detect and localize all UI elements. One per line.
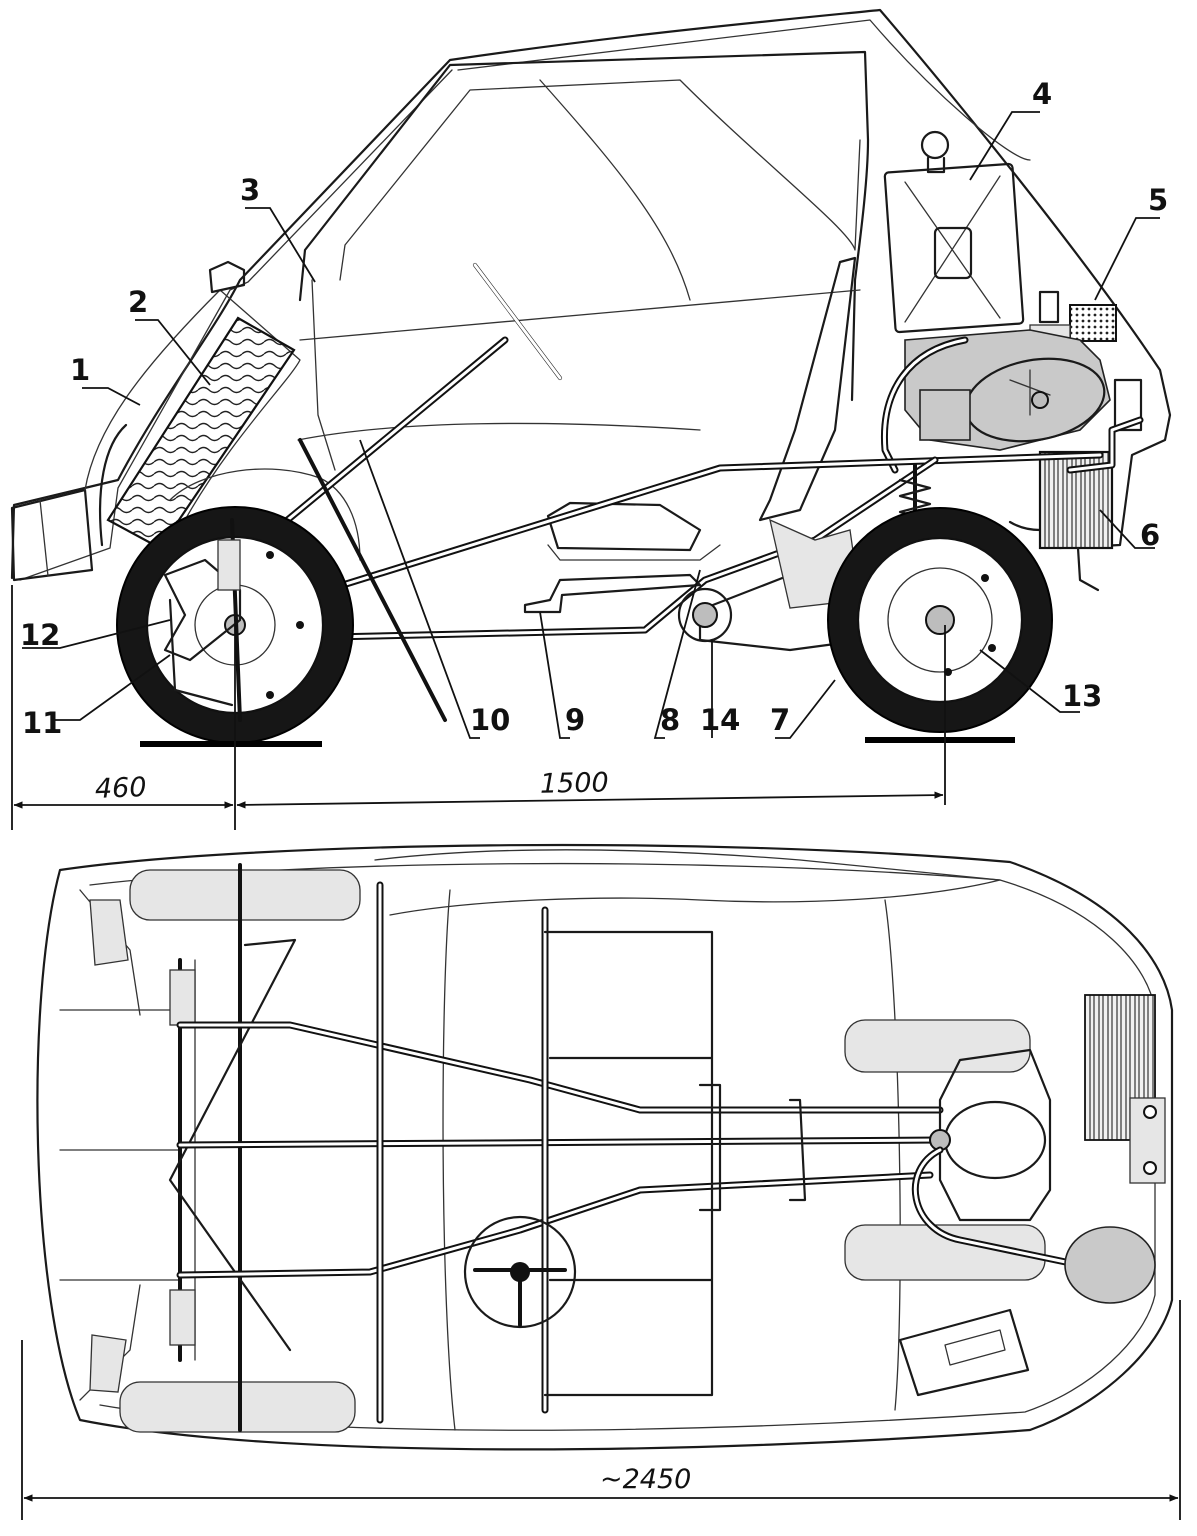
top-muffler [1064,1226,1156,1304]
pedal-bracket [523,573,702,614]
top-front-spring-lower [169,1289,196,1346]
top-front-wheel-upper [129,869,361,921]
top-engine-block [938,1048,1052,1222]
roof-inner-line [457,19,1031,161]
door-window-inner [539,79,691,301]
door-pillar [311,279,336,471]
callout-leader-1 [82,387,141,406]
door-lower-edge [297,422,701,441]
top-fuel-can [898,1308,1030,1397]
engine-unit [904,329,1143,451]
top-rear-wheel-lower [844,1224,1046,1281]
top-steering-wheel [463,1215,577,1329]
dimension-wheelbase-line [236,791,944,809]
top-headlight-right [89,1334,127,1393]
radiator-panel [106,316,296,550]
seat-base [547,544,721,561]
top-front-wheel-lower [119,1381,356,1433]
dimension-wheelbase: 1500 [540,768,609,800]
dimension-overall-length: ~2450 [600,1464,691,1495]
callout-label-7: 7 [770,703,790,737]
top-headlight-left [89,899,129,966]
callout-label-9: 9 [565,703,585,737]
top-seat-frame [543,930,714,1397]
top-rear-wheel-upper [844,1019,1031,1073]
top-frame-rail-lower [176,1171,934,1279]
callout-label-12: 12 [20,618,60,652]
steering-rod [298,438,447,722]
callout-label-6: 6 [1140,518,1160,552]
top-door-line [442,889,456,1431]
seat-back [758,256,857,522]
top-rear-swing-arm-2 [788,1098,807,1202]
callout-leader-12 [22,619,171,649]
callout-label-11: 11 [22,706,62,740]
door-window [339,79,861,281]
callout-label-14: 14 [700,703,740,737]
rear-wheel [827,507,1053,733]
front-suspension-arm [163,558,242,662]
hood-hatch [208,260,246,294]
front-bumper [10,488,94,582]
top-windshield [374,849,1001,916]
side-view: 460 1500 1 2 3 4 5 6 7 8 9 10 11 12 13 1… [10,8,1172,830]
door-handle-line [299,289,861,341]
callout-leader-6 [1099,509,1155,549]
top-rear-window [884,899,901,1411]
door-frame [298,50,870,402]
top-body-outline [36,843,1174,1451]
body-inner-line [19,69,453,581]
seat-cushion [546,501,702,552]
callout-leader-13 [979,649,1080,713]
top-steering-link [168,938,297,1352]
top-rear-swing-arm [698,1083,722,1212]
callout-leader-9 [539,611,570,739]
callout-label-13: 13 [1062,679,1102,713]
top-view: ~2450 [21,843,1181,1520]
front-bumper-detail [39,499,49,577]
callout-leader-2 [135,319,211,386]
callout-label-5: 5 [1148,183,1168,217]
callout-label-8: 8 [660,703,680,737]
callout-label-10: 10 [470,703,510,737]
dimension-front-overhang: 460 [94,772,147,805]
callout-label-1: 1 [70,353,90,387]
callout-label-3: 3 [240,173,260,207]
callout-label-2: 2 [128,285,148,319]
callout-leader-5 [1094,217,1160,301]
fuel-can [883,130,1025,334]
hood-curve [99,423,128,547]
top-engine-cylinder [943,1100,1047,1180]
callout-leader-10 [359,439,480,739]
top-front-spring-upper [169,969,196,1026]
front-spring [217,539,241,591]
front-hub-bracket [168,598,234,707]
callout-leader-4 [969,111,1040,181]
swing-arm-pivot [677,587,733,643]
callout-leader-7 [775,679,836,739]
callout-label-4: 4 [1032,77,1052,111]
callout-leader-11 [55,654,171,721]
callout-leader-8 [653,569,701,739]
callout-leader-3 [245,207,316,283]
top-frame-rail-upper [176,1021,944,1114]
body-shell-outline [10,8,1172,580]
